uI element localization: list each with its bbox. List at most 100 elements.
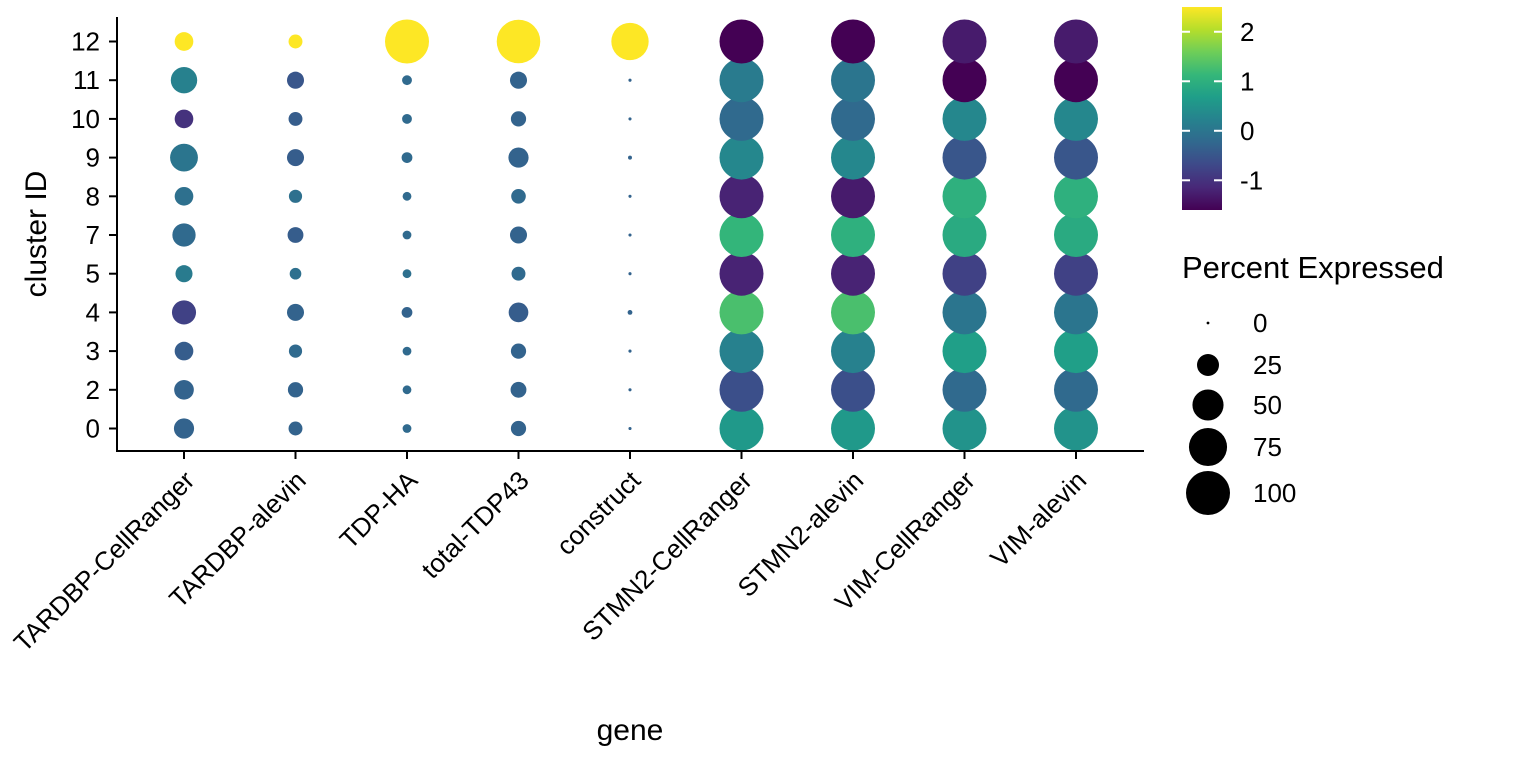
y-tick-label: 2 <box>86 375 100 405</box>
dot-point <box>510 381 527 398</box>
colorbar-tick-label: 2 <box>1240 17 1254 47</box>
dot-point <box>942 367 987 412</box>
dot-point <box>831 213 875 257</box>
dot-point <box>286 71 305 89</box>
dot-point <box>288 421 303 436</box>
dot-point <box>719 290 764 335</box>
dot-point <box>1054 251 1098 296</box>
dot-point <box>175 265 193 283</box>
y-tick-label: 9 <box>86 143 100 173</box>
dot-point <box>628 426 632 431</box>
dot-point <box>1054 19 1098 64</box>
dot-point <box>719 96 764 141</box>
dot-point <box>509 71 528 89</box>
dot-point <box>1054 367 1098 412</box>
dot-point <box>831 367 875 412</box>
dot-point <box>401 152 413 163</box>
dot-point <box>942 135 987 180</box>
dot-point <box>831 406 875 451</box>
x-axis-title: gene <box>597 714 664 747</box>
dot-point <box>510 343 527 359</box>
dot-point <box>288 34 303 49</box>
size-legend-label: 0 <box>1253 308 1267 338</box>
x-tick-label: construct <box>550 464 646 560</box>
size-legend-dot <box>1192 389 1224 421</box>
dot-point <box>1054 58 1098 103</box>
dot-point <box>942 290 987 335</box>
y-tick-label: 3 <box>86 336 100 366</box>
dot-point <box>174 186 194 206</box>
dot-point <box>831 58 875 103</box>
size-legend-dot <box>1186 471 1230 515</box>
dot-point <box>628 388 632 392</box>
dot-point <box>628 78 632 82</box>
dot-point <box>289 267 302 280</box>
dot-point <box>286 149 305 167</box>
dot-point <box>170 143 198 172</box>
size-legend-label: 25 <box>1253 350 1282 380</box>
dot-point <box>510 420 527 437</box>
dot-point <box>942 19 987 64</box>
dot-point <box>287 227 304 243</box>
dot-point <box>719 58 764 103</box>
x-tick-label: TDP-HA <box>334 465 424 555</box>
dot-point <box>719 174 764 219</box>
dot-point <box>831 251 875 296</box>
dot-point <box>942 58 987 103</box>
dot-point <box>719 213 764 257</box>
y-tick-label: 12 <box>71 27 100 57</box>
dot-point <box>1054 174 1098 219</box>
colorbar-tick-label: 0 <box>1240 116 1254 146</box>
dot-point <box>628 194 632 198</box>
dot-point <box>288 111 303 126</box>
size-legend-label: 50 <box>1253 390 1282 420</box>
dot-point <box>831 174 875 219</box>
dot-point <box>719 135 764 180</box>
dot-point <box>496 19 541 64</box>
dot-point <box>719 251 764 296</box>
dot-point <box>508 147 529 168</box>
x-tick-label: TARDBP-CellRanger <box>8 465 201 658</box>
dot-point <box>402 346 412 356</box>
dot-point <box>385 19 429 64</box>
y-tick-label: 11 <box>73 65 100 95</box>
size-legend-title: Percent Expressed <box>1182 250 1444 285</box>
dot-point <box>831 290 875 335</box>
dot-point <box>831 135 875 180</box>
dot-point <box>402 230 412 240</box>
dot-point <box>719 19 764 64</box>
dot-point <box>831 329 875 374</box>
dot-point <box>831 96 875 141</box>
dot-point <box>1054 213 1098 257</box>
dot-point <box>628 233 632 237</box>
y-tick-label: 4 <box>86 297 100 327</box>
dot-point <box>402 424 412 433</box>
dot-point <box>1054 290 1098 335</box>
size-legend-dot <box>1206 321 1210 325</box>
dot-point <box>942 213 987 257</box>
y-tick-label: 10 <box>71 104 100 134</box>
dot-point <box>719 367 764 412</box>
colorbar-tick-label: -1 <box>1240 165 1263 195</box>
dot-point <box>1054 406 1098 451</box>
dot-point <box>611 22 649 61</box>
dot-point <box>174 341 194 361</box>
y-tick-label: 5 <box>86 259 100 289</box>
dot-point <box>172 223 196 247</box>
dot-point <box>509 226 528 244</box>
dot-point <box>628 349 632 353</box>
dot-point <box>174 109 194 129</box>
dot-point <box>402 385 412 395</box>
dot-point <box>942 174 987 219</box>
y-axis-title: cluster ID <box>20 171 53 298</box>
dot-point <box>510 111 527 127</box>
x-tick-label: VIM-alevin <box>984 465 1092 573</box>
y-tick-label: 7 <box>86 220 100 250</box>
dot-point <box>627 309 633 315</box>
dot-point <box>288 344 303 358</box>
